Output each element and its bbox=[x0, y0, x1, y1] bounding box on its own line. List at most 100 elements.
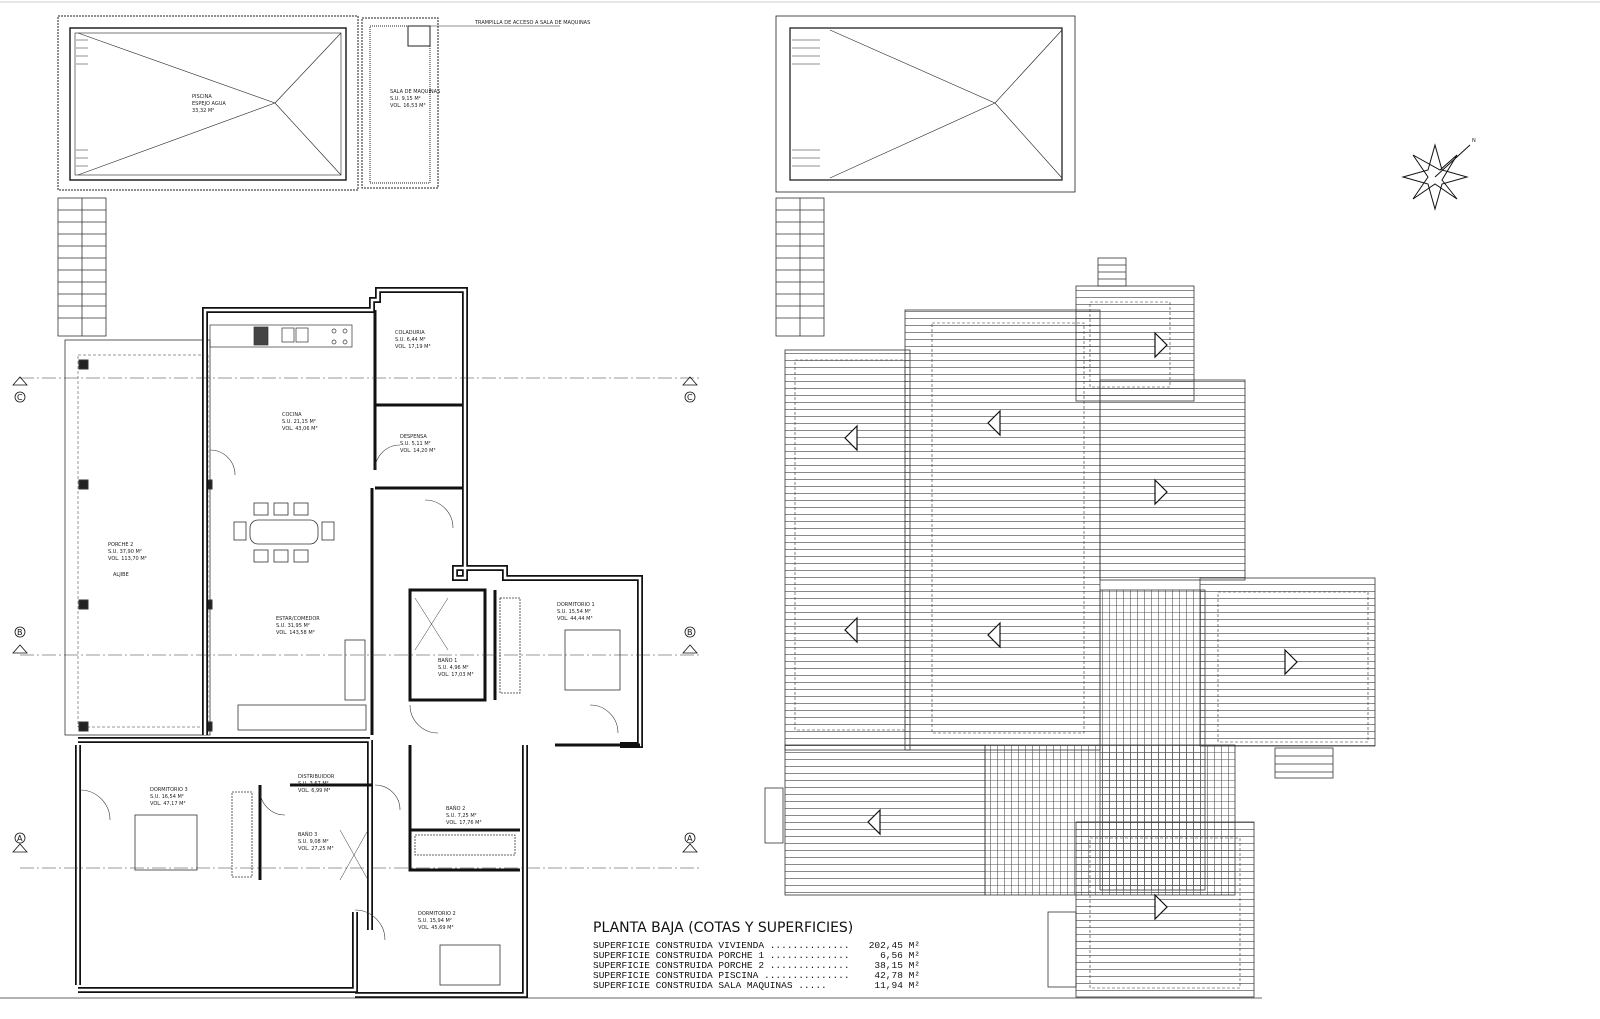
steps-left bbox=[57, 197, 107, 337]
svg-text:38,15 M²: 38,15 M² bbox=[874, 960, 920, 971]
svg-text:COCINA: COCINA bbox=[282, 412, 302, 418]
svg-text:S.U. 21,15 M²: S.U. 21,15 M² bbox=[282, 419, 316, 425]
svg-text:S.U. 37,90 M²: S.U. 37,90 M² bbox=[108, 549, 142, 555]
slope-arrows bbox=[844, 331, 1298, 921]
svg-text:VOL. 17,03 M³: VOL. 17,03 M³ bbox=[438, 672, 473, 678]
room-label: ALJIBE bbox=[113, 572, 129, 578]
axis-label-a-right: A bbox=[687, 834, 693, 843]
axis-label-a-left: A bbox=[17, 834, 23, 843]
svg-text:S.U. 15,54 M²: S.U. 15,54 M² bbox=[557, 609, 591, 615]
svg-text:S.U. 9,08 M²: S.U. 9,08 M² bbox=[298, 839, 329, 845]
roof-steps bbox=[764, 197, 1334, 988]
svg-text:VOL. 17,76 M³: VOL. 17,76 M³ bbox=[446, 820, 481, 826]
svg-text:BAÑO 1: BAÑO 1 bbox=[438, 657, 457, 664]
hatch-note: TRAMPILLA DE ACCESO A SALA DE MAQUINAS bbox=[474, 20, 590, 26]
roof-hidden-lines bbox=[794, 301, 1369, 989]
svg-text:VOL. 47,17 M³: VOL. 47,17 M³ bbox=[150, 801, 185, 807]
dining-table bbox=[233, 502, 367, 731]
svg-text:202,45 M²: 202,45 M² bbox=[869, 940, 920, 951]
machine-room bbox=[361, 17, 560, 189]
surface-legend: PLANTA BAJA (COTAS Y SUPERFICIES) SUPERF… bbox=[593, 920, 920, 991]
svg-text:11,94 M²: 11,94 M² bbox=[874, 980, 920, 991]
svg-text:SUPERFICIE CONSTRUIDA VIVIENDA: SUPERFICIE CONSTRUIDA VIVIENDA .........… bbox=[593, 940, 850, 951]
svg-text:BAÑO 2: BAÑO 2 bbox=[446, 805, 465, 812]
kitchen-counter bbox=[209, 324, 353, 348]
svg-text:S.U. 5,11 M²: S.U. 5,11 M² bbox=[400, 441, 431, 447]
svg-text:S.U. 7,25 M²: S.U. 7,25 M² bbox=[446, 813, 477, 819]
pool bbox=[57, 15, 359, 191]
svg-text:DORMITORIO 3: DORMITORIO 3 bbox=[150, 787, 188, 793]
svg-text:BAÑO 3: BAÑO 3 bbox=[298, 831, 317, 838]
svg-text:SUPERFICIE CONSTRUIDA PORCHE 1: SUPERFICIE CONSTRUIDA PORCHE 1 .........… bbox=[593, 950, 850, 961]
legend-row: SUPERFICIE CONSTRUIDA VIVIENDA .........… bbox=[593, 940, 920, 951]
svg-text:6,56 M²: 6,56 M² bbox=[880, 950, 920, 961]
svg-text:ESTAR/COMEDOR: ESTAR/COMEDOR bbox=[276, 616, 320, 622]
svg-text:VOL. 27,25 M³: VOL. 27,25 M³ bbox=[298, 846, 333, 852]
svg-text:SALA DE MAQUINAS: SALA DE MAQUINAS bbox=[390, 89, 440, 95]
svg-text:SUPERFICIE CONSTRUIDA PORCHE 2: SUPERFICIE CONSTRUIDA PORCHE 2 .........… bbox=[593, 960, 850, 971]
axis-label-b-right: B bbox=[687, 628, 693, 637]
svg-text:S.U. 9,15 M²: S.U. 9,15 M² bbox=[390, 96, 421, 102]
porch-2 bbox=[64, 339, 213, 736]
svg-text:S.U. 4,96 M²: S.U. 4,96 M² bbox=[438, 665, 469, 671]
svg-text:DISTRIBUIDOR: DISTRIBUIDOR bbox=[298, 774, 335, 780]
roof-pool bbox=[775, 15, 1076, 193]
svg-text:PISCINA: PISCINA bbox=[192, 94, 212, 100]
north-arrow-icon bbox=[1401, 143, 1471, 211]
svg-text:DESPENSA: DESPENSA bbox=[400, 434, 427, 440]
roof-slabs bbox=[784, 285, 1376, 998]
svg-text:VOL. 14,20 M³: VOL. 14,20 M³ bbox=[400, 448, 435, 454]
svg-text:42,78 M²: 42,78 M² bbox=[874, 970, 920, 981]
axis-label-c-right: C bbox=[687, 393, 693, 402]
svg-text:VOL. 6,99 M³: VOL. 6,99 M³ bbox=[298, 788, 330, 794]
walls bbox=[75, 287, 643, 998]
svg-text:ALJIBE: ALJIBE bbox=[113, 572, 129, 578]
svg-text:ESPEJO AGUA: ESPEJO AGUA bbox=[192, 101, 226, 107]
svg-text:COLADURIA: COLADURIA bbox=[395, 330, 425, 336]
svg-text:DORMITORIO 1: DORMITORIO 1 bbox=[557, 602, 595, 608]
legend-title: PLANTA BAJA (COTAS Y SUPERFICIES) bbox=[593, 920, 853, 936]
svg-text:VOL. 43,06 M³: VOL. 43,06 M³ bbox=[282, 426, 317, 432]
svg-text:DORMITORIO 2: DORMITORIO 2 bbox=[418, 911, 456, 917]
svg-text:SUPERFICIE CONSTRUIDA PISCINA: SUPERFICIE CONSTRUIDA PISCINA ..........… bbox=[593, 970, 850, 981]
svg-text:S.U. 3,67 M²: S.U. 3,67 M² bbox=[298, 781, 329, 787]
doors bbox=[79, 444, 619, 941]
svg-text:SUPERFICIE CONSTRUIDA SALA MAQ: SUPERFICIE CONSTRUIDA SALA MAQUINAS ....… bbox=[593, 980, 827, 991]
axis-label-b-left: B bbox=[17, 628, 23, 637]
svg-text:S.U. 15,94 M²: S.U. 15,94 M² bbox=[418, 918, 452, 924]
legend-row: SUPERFICIE CONSTRUIDA SALA MAQUINAS ....… bbox=[593, 980, 920, 991]
legend-row: SUPERFICIE CONSTRUIDA PORCHE 1 .........… bbox=[593, 950, 920, 961]
svg-text:S.U. 16,54 M²: S.U. 16,54 M² bbox=[150, 794, 184, 800]
axis-markers bbox=[12, 376, 698, 853]
svg-text:33,32 M²: 33,32 M² bbox=[192, 108, 214, 114]
svg-text:VOL. 143,58 M³: VOL. 143,58 M³ bbox=[276, 630, 315, 636]
svg-text:PORCHE 2: PORCHE 2 bbox=[108, 542, 133, 548]
axis-label-c-left: C bbox=[17, 393, 23, 402]
svg-text:S.U. 31,95 M²: S.U. 31,95 M² bbox=[276, 623, 310, 629]
beds bbox=[134, 597, 621, 986]
legend-row: SUPERFICIE CONSTRUIDA PISCINA ..........… bbox=[593, 970, 920, 981]
north-label: N bbox=[1472, 138, 1476, 144]
svg-text:VOL. 16,53 M³: VOL. 16,53 M³ bbox=[390, 103, 425, 109]
svg-text:S.U. 6,44 M²: S.U. 6,44 M² bbox=[395, 337, 426, 343]
svg-text:VOL. 17,19 M³: VOL. 17,19 M³ bbox=[395, 344, 430, 350]
svg-text:VOL. 113,70 M³: VOL. 113,70 M³ bbox=[108, 556, 147, 562]
svg-text:VOL. 44,44 M³: VOL. 44,44 M³ bbox=[557, 616, 592, 622]
